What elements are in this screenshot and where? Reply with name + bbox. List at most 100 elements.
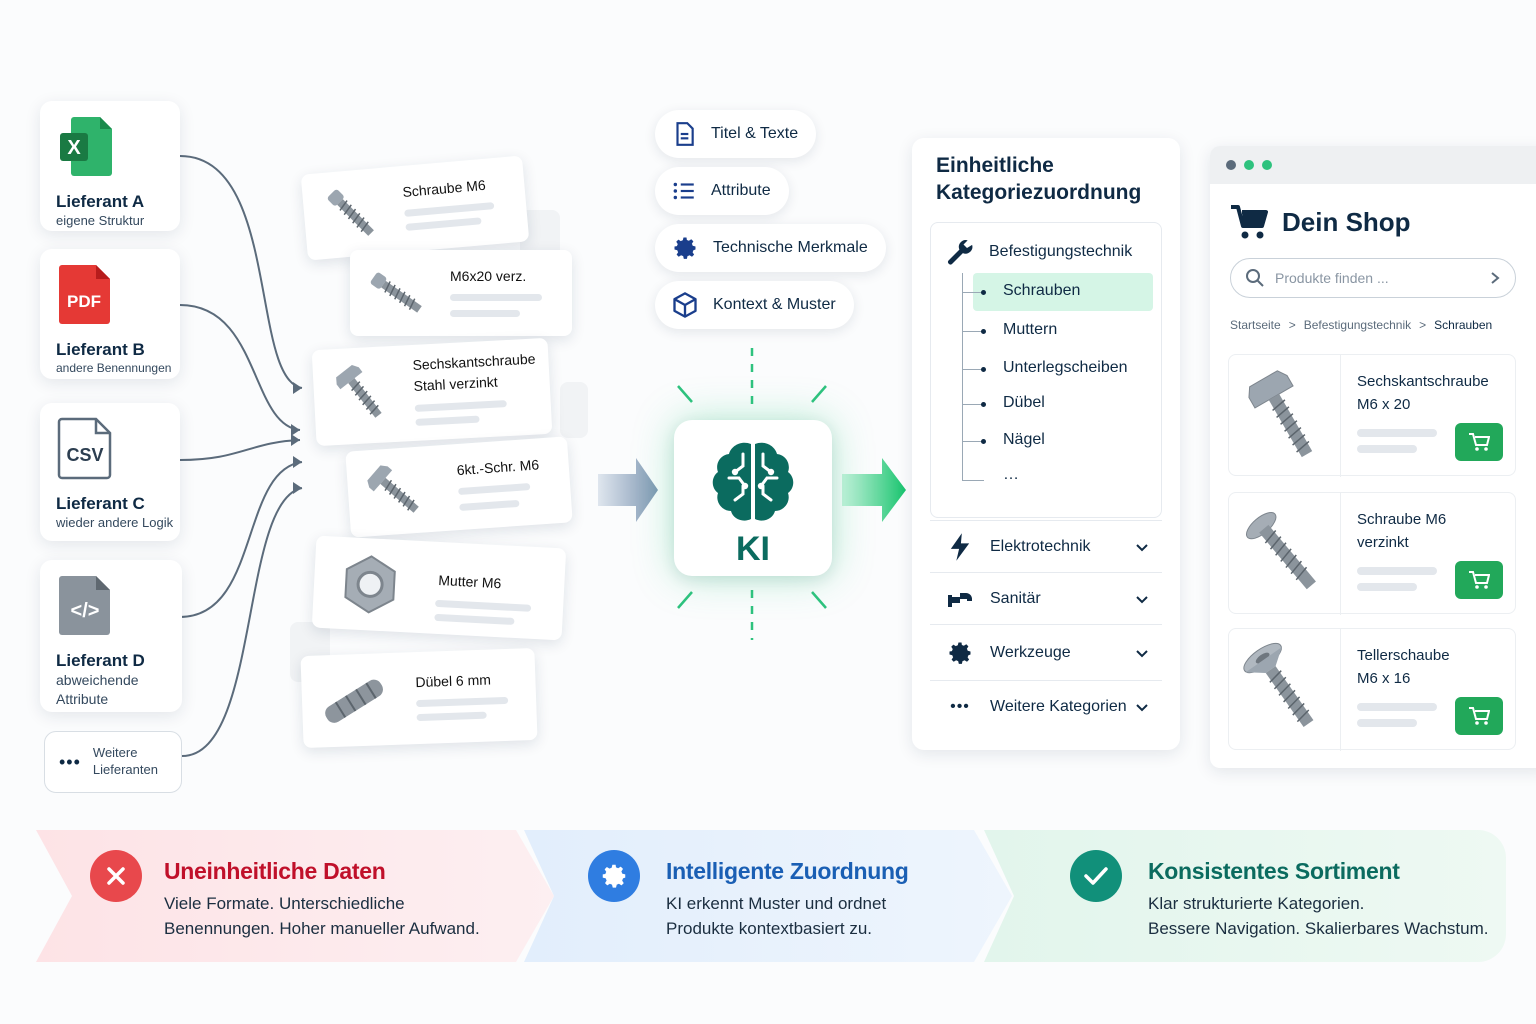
feature-pill-attributes[interactable]: Attribute bbox=[655, 167, 789, 215]
wrench-icon bbox=[948, 240, 973, 265]
subcategory-screws[interactable]: Schrauben bbox=[1003, 282, 1081, 299]
search-input[interactable]: Produkte finden ... bbox=[1230, 258, 1516, 298]
product-slip[interactable]: Sechskantschraube Stahl verzinkt bbox=[311, 337, 553, 447]
slip-shadow bbox=[560, 382, 588, 438]
chevron-down-icon bbox=[1136, 543, 1148, 551]
slip-bar bbox=[404, 202, 495, 217]
ki-label: KI bbox=[736, 530, 770, 568]
product-slip[interactable]: Dübel 6 mm bbox=[300, 647, 538, 749]
category-panel: Einheitliche Kategoriezuordnung Befestig… bbox=[912, 138, 1180, 750]
screw-icon bbox=[370, 272, 422, 313]
tree-branch bbox=[962, 480, 984, 481]
banner-step-problem: Uneinheitliche Daten Viele Formate. Unte… bbox=[36, 830, 556, 960]
breadcrumb-category[interactable]: Befestigungstechnik bbox=[1303, 318, 1412, 332]
hex-bolt-icon bbox=[1248, 370, 1313, 458]
category-row-label: Elektrotechnik bbox=[990, 537, 1091, 555]
shop-brand[interactable]: Dein Shop bbox=[1230, 204, 1411, 240]
tree-branch bbox=[962, 292, 984, 293]
subcategory-nuts[interactable]: Muttern bbox=[1003, 321, 1058, 338]
more-dots-icon: ••• bbox=[59, 751, 81, 772]
nut-icon bbox=[344, 555, 396, 614]
subcategory-nails[interactable]: Nägel bbox=[1003, 431, 1045, 448]
add-to-cart-button[interactable] bbox=[1455, 423, 1503, 461]
pdf-icon: PDF bbox=[59, 265, 110, 324]
supplier-card-b[interactable]: PDF Lieferant B andere Benennungen bbox=[40, 249, 180, 379]
banner-text: Klar strukturierte Kategorien.Bessere Na… bbox=[1148, 894, 1489, 938]
screw-icon bbox=[336, 365, 382, 418]
banner-title: Uneinheitliche Daten bbox=[164, 858, 386, 884]
breadcrumb: Startseite > Befestigungstechnik > Schra… bbox=[1230, 318, 1492, 332]
slip-label: Mutter M6 bbox=[438, 571, 502, 592]
supplier-card-a[interactable]: X Lieferant A eigene Struktur bbox=[40, 101, 180, 231]
slip-bar bbox=[435, 599, 532, 612]
more-suppliers-card[interactable]: ••• Weitere Lieferanten bbox=[44, 731, 182, 793]
supplier-card-c[interactable]: CSV Lieferant C wieder andere Logik bbox=[40, 403, 180, 541]
feature-label: Technische Merkmale bbox=[713, 239, 868, 256]
category-row-tools[interactable]: Werkzeuge bbox=[930, 624, 1162, 680]
tree-branch bbox=[962, 331, 984, 332]
slip-bar bbox=[458, 483, 531, 496]
category-main-fastening[interactable]: Befestigungstechnik bbox=[945, 237, 1132, 267]
subcategory-more[interactable]: … bbox=[1003, 466, 1019, 483]
supplier-card-d[interactable]: </> Lieferant D abweichende Attribute bbox=[40, 560, 182, 712]
subcategory-dowels[interactable]: Dübel bbox=[1003, 394, 1045, 411]
supplier-name: Lieferant B bbox=[56, 340, 145, 359]
slip-bar bbox=[434, 613, 515, 625]
slip-bar bbox=[416, 696, 509, 708]
slip-label: M6x20 verz. bbox=[450, 268, 527, 284]
selected-subcategory-highlight bbox=[973, 273, 1153, 311]
slip-label: Schraube M6 bbox=[401, 176, 487, 200]
product-bar bbox=[1357, 445, 1417, 453]
chevron-down-icon bbox=[1136, 649, 1148, 657]
product-slip[interactable]: M6x20 verz. bbox=[350, 250, 572, 336]
breadcrumb-current: Schrauben bbox=[1434, 318, 1493, 332]
supplier-desc: abweichende Attribute bbox=[56, 672, 139, 707]
screw-icon bbox=[367, 465, 419, 513]
breadcrumb-separator: > bbox=[1419, 318, 1427, 332]
category-tree: Befestigungstechnik Schrauben Muttern Un… bbox=[930, 222, 1162, 518]
tree-node bbox=[981, 329, 986, 334]
feature-pill-texts[interactable]: Titel & Texte bbox=[655, 110, 817, 158]
product-bar bbox=[1357, 567, 1437, 575]
category-row-electro[interactable]: Elektrotechnik bbox=[930, 520, 1162, 572]
breadcrumb-home[interactable]: Startseite bbox=[1230, 318, 1281, 332]
add-to-cart-button[interactable] bbox=[1455, 697, 1503, 735]
add-to-cart-button[interactable] bbox=[1455, 561, 1503, 599]
category-row-sanitary[interactable]: Sanitär bbox=[930, 572, 1162, 624]
category-row-label: Sanitär bbox=[990, 589, 1041, 607]
supplier-name: Lieferant A bbox=[56, 192, 145, 211]
cart-icon bbox=[1231, 205, 1268, 239]
cube-icon bbox=[673, 292, 697, 318]
slip-bar bbox=[414, 400, 507, 412]
svg-text:</>: </> bbox=[71, 600, 100, 622]
breadcrumb-separator: > bbox=[1288, 318, 1296, 332]
slip-bar bbox=[416, 711, 487, 722]
wall-plug-icon bbox=[325, 679, 383, 723]
cart-icon bbox=[1469, 571, 1490, 589]
category-row-more[interactable]: ••• Weitere Kategorien bbox=[930, 680, 1162, 732]
search-icon bbox=[1246, 269, 1264, 287]
window-dot bbox=[1262, 160, 1272, 170]
supplier-desc: andere Benennungen bbox=[56, 361, 172, 375]
slip-bar bbox=[459, 499, 520, 512]
product-slip[interactable]: 6kt.-Schr. M6 bbox=[345, 436, 573, 538]
feature-pill-context[interactable]: Kontext & Muster bbox=[655, 281, 854, 329]
error-x-icon bbox=[90, 850, 142, 902]
search-placeholder: Produkte finden ... bbox=[1275, 270, 1389, 286]
banner-step-ai: Intelligente Zuordnung KI erkennt Muster… bbox=[524, 830, 1012, 960]
product-image bbox=[1229, 355, 1341, 477]
supplier-name: Lieferant C bbox=[56, 494, 145, 513]
tree-node bbox=[981, 367, 986, 372]
feature-pill-technical[interactable]: Technische Merkmale bbox=[655, 224, 886, 272]
product-slip[interactable]: Schraube M6 bbox=[300, 155, 530, 261]
banner-step-result: Konsistentes Sortiment Klar strukturiert… bbox=[984, 830, 1506, 960]
subcategory-washers[interactable]: Unterlegscheiben bbox=[1003, 359, 1128, 376]
product-bar bbox=[1357, 703, 1437, 711]
product-slip[interactable]: Mutter M6 bbox=[311, 535, 567, 641]
banner-title: Konsistentes Sortiment bbox=[1148, 858, 1400, 884]
